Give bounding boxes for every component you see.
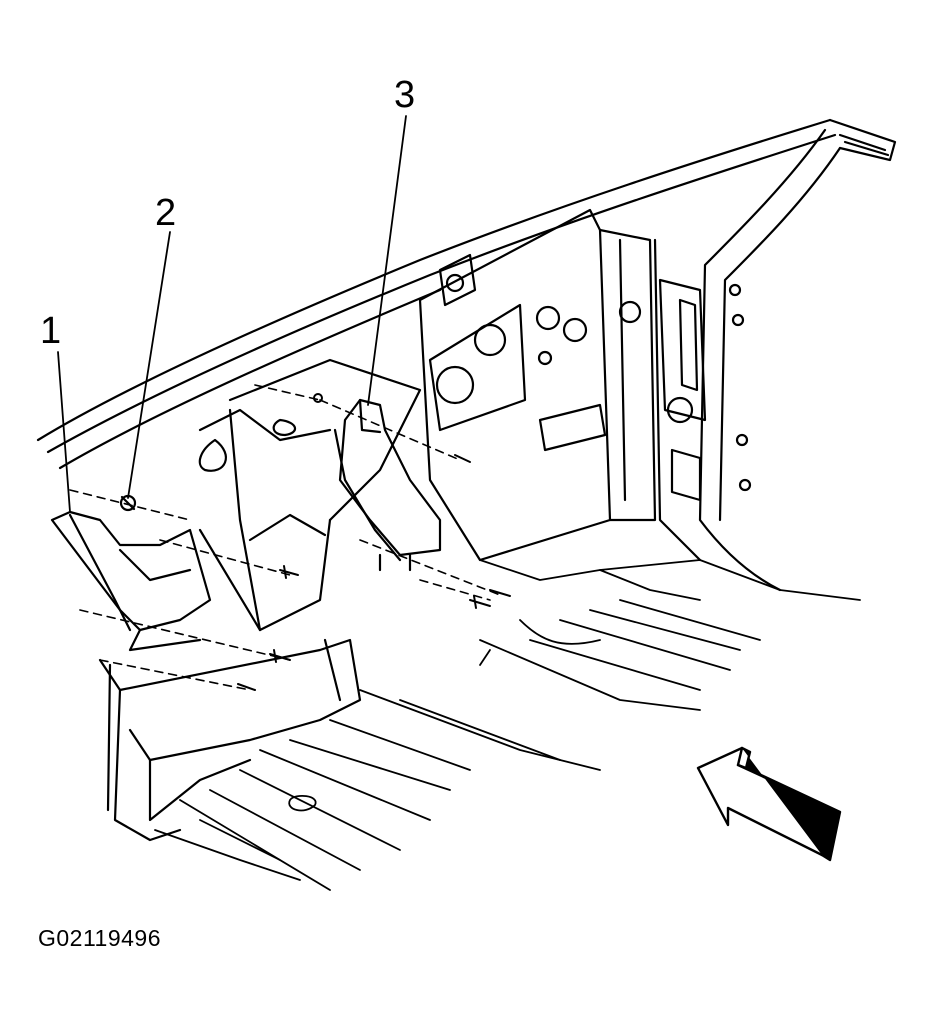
callout-2: 2	[155, 192, 177, 234]
leader-2	[127, 231, 171, 499]
bulkhead-panel	[418, 208, 657, 562]
part-1-trim	[50, 510, 212, 652]
part-3-trim	[333, 398, 442, 572]
figure-id: G02119496	[38, 925, 162, 951]
leader-3	[367, 115, 407, 406]
door-pillar	[653, 128, 842, 592]
callout-3: 3	[394, 74, 416, 116]
view-direction-arrow-icon	[696, 746, 842, 862]
center-tunnel	[198, 358, 422, 632]
fastener-lines	[69, 384, 501, 691]
floor-pan-ribs	[154, 559, 861, 891]
windshield-dash-edge	[36, 118, 897, 470]
leader-1	[57, 351, 71, 513]
callout-leaders	[57, 115, 407, 513]
callout-1: 1	[40, 310, 62, 352]
lower-sill	[98, 638, 362, 842]
screw-fasteners	[237, 393, 511, 691]
